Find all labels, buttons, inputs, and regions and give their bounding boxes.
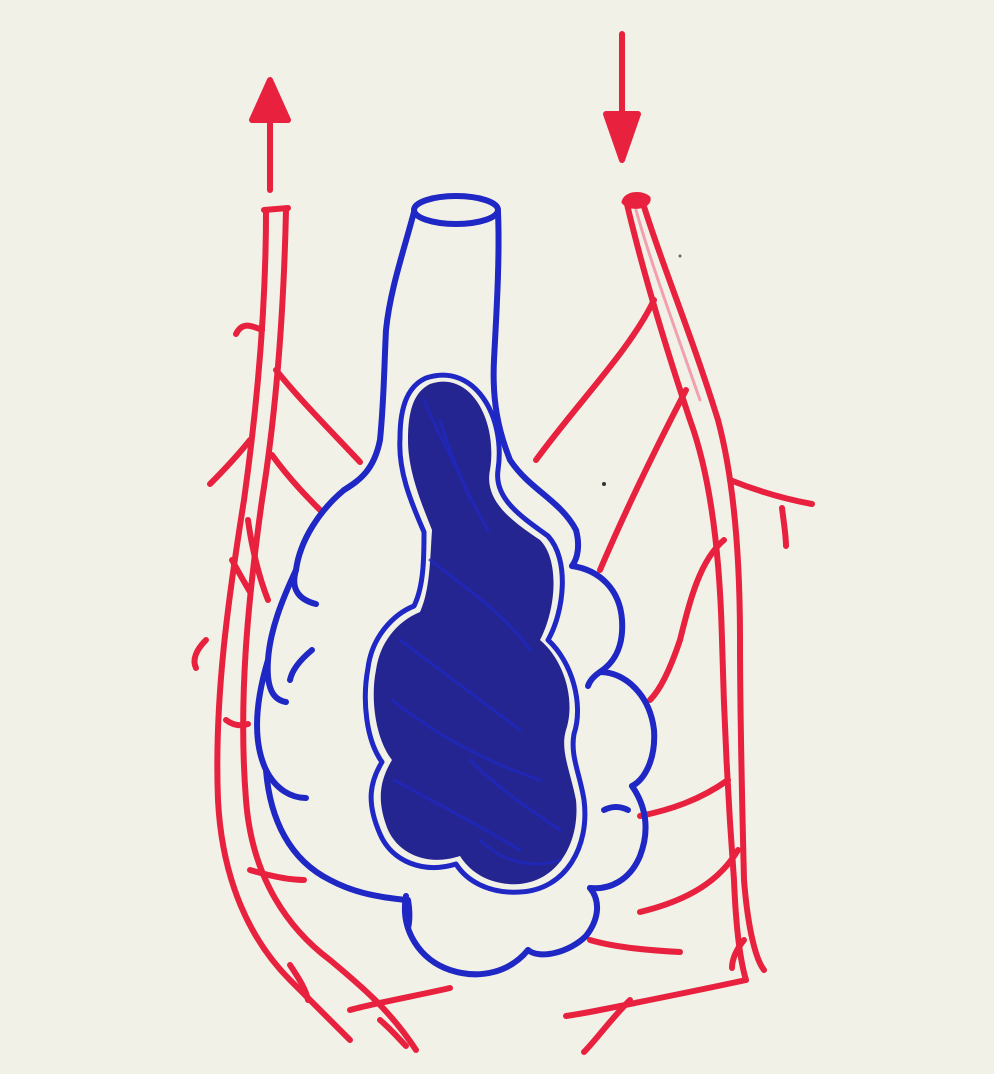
paper-speck <box>602 482 606 486</box>
gland-lobe-right <box>604 807 628 810</box>
right-vessel-cap <box>624 195 648 207</box>
gland-lobe-bottom <box>408 900 410 928</box>
left-vessel-cap <box>264 208 288 210</box>
paper-speck <box>679 255 682 258</box>
